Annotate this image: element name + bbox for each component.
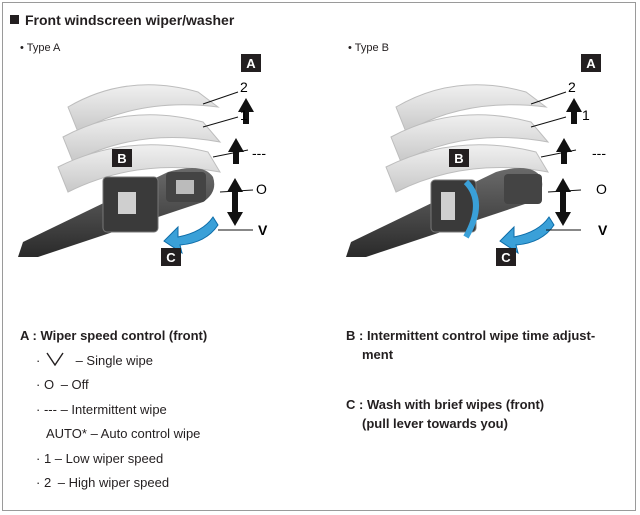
callout-c-box bbox=[161, 248, 181, 266]
item-symbol: · --- bbox=[36, 401, 57, 417]
callout-b-box bbox=[112, 149, 132, 167]
arrow-down-icon bbox=[227, 198, 243, 226]
arrow-up-icon bbox=[228, 138, 244, 164]
item-text: – Off bbox=[60, 377, 89, 392]
position-single-label: V bbox=[598, 222, 608, 238]
arrow-up-icon bbox=[227, 178, 243, 208]
item-symbol: · 1 bbox=[36, 450, 52, 466]
section-c-line1: C : Wash with brief wipes (front) bbox=[346, 397, 545, 412]
callout-a: A bbox=[246, 56, 256, 71]
single-wipe-v-icon bbox=[46, 352, 64, 366]
callout-a-box bbox=[241, 54, 261, 72]
list-item: AUTO* – Auto control wipe bbox=[20, 422, 207, 447]
wiper-lever-illustration-type-a: A B C 2 1 --- O V bbox=[18, 54, 268, 266]
section-c-line2: (pull lever towards you) bbox=[362, 416, 508, 431]
position-off-label: O bbox=[256, 181, 267, 197]
callout-c-box bbox=[496, 248, 516, 266]
position-2-label: 2 bbox=[568, 79, 576, 95]
list-item: · 1 – Low wiper speed bbox=[20, 447, 207, 472]
pull-arrow-icon bbox=[163, 216, 219, 255]
pull-arrow-icon bbox=[499, 216, 555, 255]
page-frame bbox=[2, 2, 636, 511]
callout-a: A bbox=[586, 56, 596, 71]
type-a-label: • Type A bbox=[20, 42, 61, 54]
section-c: C : Wash with brief wipes (front) (pull … bbox=[346, 395, 544, 433]
callout-b: B bbox=[454, 151, 463, 166]
position-intermittent-label: --- bbox=[592, 145, 606, 161]
list-item: · --- – Intermittent wipe bbox=[20, 398, 207, 423]
item-text: – Low wiper speed bbox=[54, 450, 164, 466]
page-title: Front windscreen wiper/washer bbox=[10, 12, 234, 28]
section-b-line1: B : Intermittent control wipe time adjus… bbox=[346, 328, 596, 343]
callout-a-box bbox=[581, 54, 601, 72]
callout-c: C bbox=[166, 250, 176, 265]
type-b-label: • Type B bbox=[348, 42, 389, 54]
list-item: · – Single wipe bbox=[20, 349, 207, 374]
item-symbol: AUTO* bbox=[46, 426, 87, 441]
title-text: Front windscreen wiper/washer bbox=[25, 12, 235, 28]
wiper-lever-illustration-type-b: A B C 2 1 --- O V bbox=[346, 54, 608, 266]
position-1-label: 1 bbox=[240, 107, 248, 123]
section-b: B : Intermittent control wipe time adjus… bbox=[346, 326, 595, 364]
item-text: – Single wipe bbox=[75, 352, 153, 368]
arrow-down-icon bbox=[555, 198, 571, 226]
arrow-up-icon bbox=[556, 138, 572, 164]
section-b-line2: ment bbox=[362, 347, 394, 362]
bullet-square-icon bbox=[10, 15, 19, 24]
item-symbol: · bbox=[36, 352, 41, 368]
item-symbol: · 2 bbox=[36, 475, 52, 490]
item-symbol: · O bbox=[36, 377, 55, 392]
position-single-label: V bbox=[258, 222, 268, 238]
position-off-label: O bbox=[596, 181, 607, 197]
callout-c: C bbox=[501, 250, 511, 265]
item-text: – Auto control wipe bbox=[90, 426, 201, 441]
arrow-up-icon bbox=[566, 98, 582, 124]
callout-b-box bbox=[449, 149, 469, 167]
arrow-up-icon bbox=[555, 178, 571, 208]
list-item: · O – Off bbox=[20, 373, 207, 398]
section-a: A : Wiper speed control (front) · – Sing… bbox=[20, 324, 207, 496]
rotate-arrow-icon bbox=[463, 179, 479, 239]
callout-b: B bbox=[117, 151, 126, 166]
position-intermittent-label: --- bbox=[252, 145, 266, 161]
item-text: – High wiper speed bbox=[57, 475, 170, 490]
section-a-heading: A : Wiper speed control (front) bbox=[20, 328, 208, 343]
position-1-label: 1 bbox=[582, 107, 590, 123]
list-item: · 2 – High wiper speed bbox=[20, 471, 207, 496]
position-2-label: 2 bbox=[240, 79, 248, 95]
arrow-up-icon bbox=[238, 98, 254, 124]
item-text: – Intermittent wipe bbox=[60, 401, 167, 417]
